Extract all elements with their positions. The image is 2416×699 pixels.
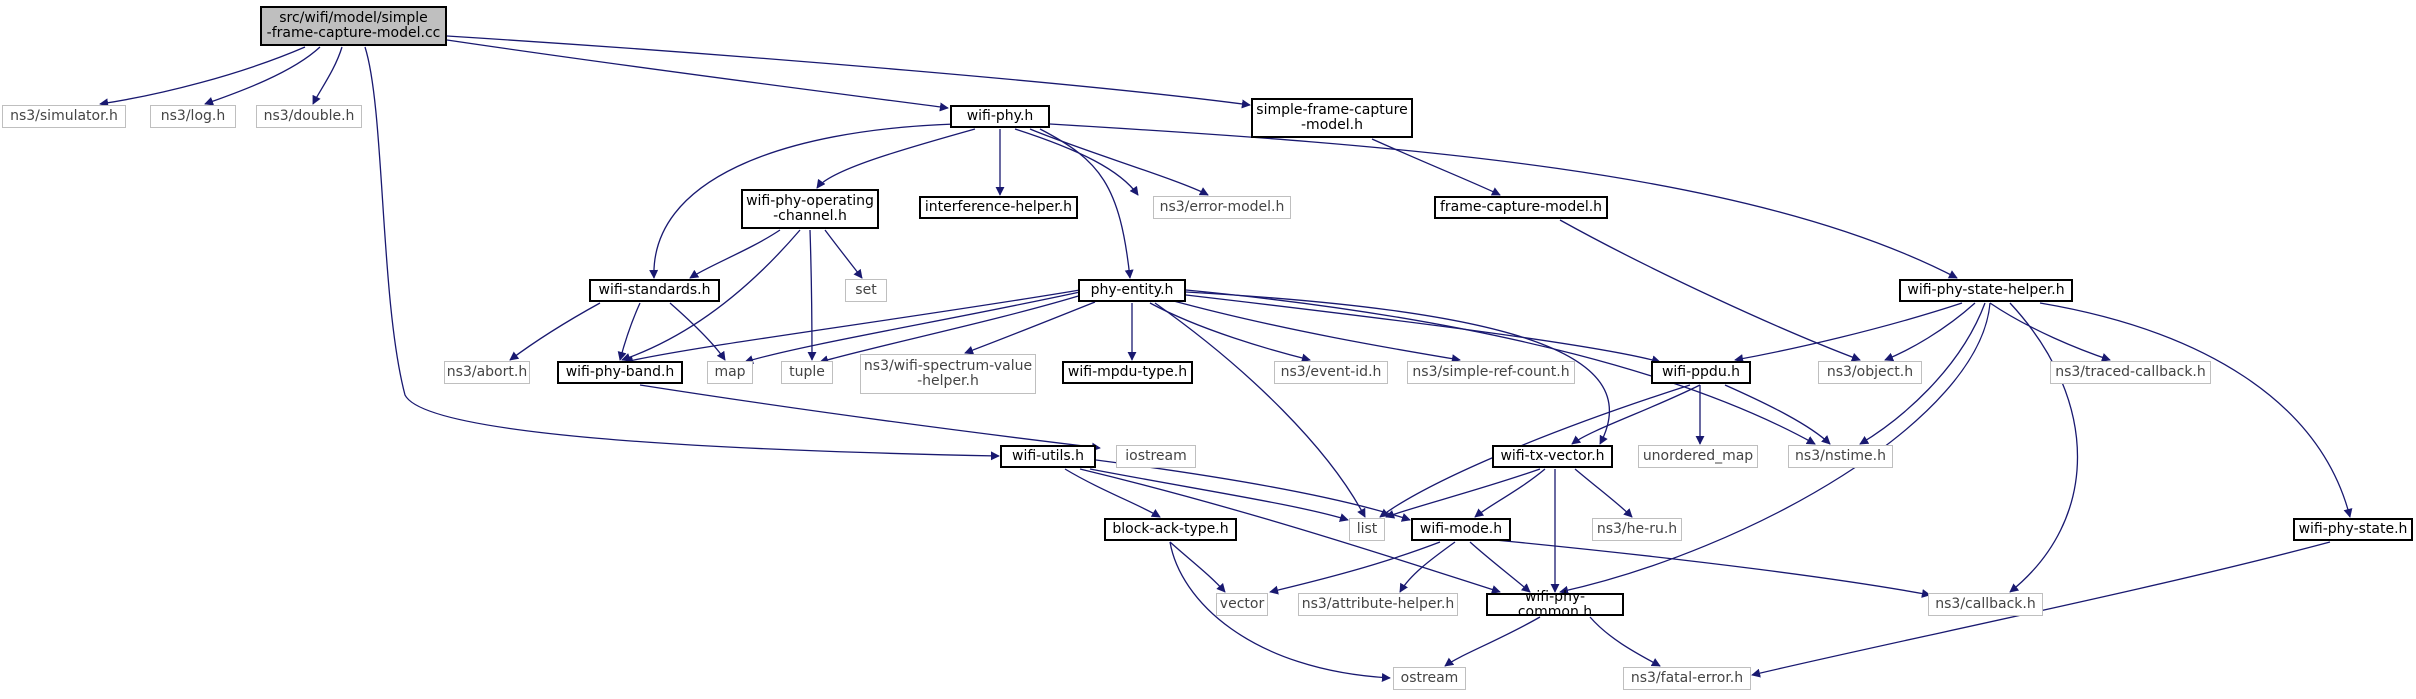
node-iostream[interactable]: iostream — [1116, 445, 1196, 468]
dependency-edge — [1064, 468, 1161, 518]
node-ns3-abort-h[interactable]: ns3/abort.h — [444, 361, 530, 384]
dependency-edge — [1185, 289, 1816, 445]
dependency-edge — [1169, 299, 1461, 364]
dependency-edge — [204, 46, 321, 106]
node-ns3-simple-ref-count-h[interactable]: ns3/simple-ref-count.h — [1407, 361, 1575, 384]
node-ns3-object-h[interactable]: ns3/object.h — [1818, 361, 1922, 384]
node-ns3-log-h[interactable]: ns3/log.h — [150, 105, 236, 128]
dependency-edge — [744, 291, 1081, 364]
dependency-edge — [1571, 384, 1701, 445]
dependency-edge — [1734, 302, 1963, 363]
dependency-edge — [1149, 302, 1311, 363]
dependency-edge — [1089, 468, 1349, 522]
dependency-edge — [99, 46, 306, 108]
dependency-edge — [1559, 219, 1861, 362]
dependency-edge — [819, 293, 1086, 365]
node-ns3-nstime-h[interactable]: ns3/nstime.h — [1788, 445, 1893, 468]
dependency-edge — [1154, 302, 1366, 518]
dependency-edge — [1859, 302, 1986, 445]
node-wifi-standards-h[interactable]: wifi-standards.h — [589, 279, 720, 302]
dependency-edge — [1469, 541, 1531, 593]
node-ns3-simulator-h[interactable]: ns3/simulator.h — [2, 105, 126, 128]
node-wifi-phy-state-h[interactable]: wifi-phy-state.h — [2293, 518, 2413, 541]
dependency-edge — [446, 35, 1251, 109]
node-ns3-wifi-spectrum-value-helper-h[interactable]: ns3/wifi-spectrum-value -helper.h — [860, 354, 1036, 394]
node-wifi-utils-h[interactable]: wifi-utils.h — [1000, 445, 1096, 468]
node-wifi-phy-common-h[interactable]: wifi-phy-common.h — [1486, 589, 1624, 619]
dependency-edge — [1371, 138, 1501, 196]
node-wifi-mpdu-type-h[interactable]: wifi-mpdu-type.h — [1062, 361, 1193, 384]
node-ns3-error-model-h[interactable]: ns3/error-model.h — [1153, 196, 1291, 219]
dependency-edge — [624, 289, 1081, 365]
dependency-edge — [689, 229, 781, 279]
dependency-edge — [509, 302, 601, 361]
dependency-edge — [312, 46, 343, 105]
dependency-edge — [1269, 541, 1441, 595]
dependency-edge — [1169, 541, 1226, 593]
node-simple-frame-capture-model-h[interactable]: simple-frame-capture -model.h — [1251, 98, 1413, 138]
dependency-edge — [1884, 302, 1976, 362]
dependency-edge — [2039, 302, 2353, 518]
dependency-edge — [669, 302, 726, 361]
dependency-edge — [446, 39, 949, 112]
dependency-edge — [1474, 468, 1546, 518]
node-wifi-phy-h[interactable]: wifi-phy.h — [950, 105, 1050, 128]
node-wifi-phy-operating-channel-h[interactable]: wifi-phy-operating -channel.h — [741, 189, 879, 229]
dependency-edge — [824, 229, 863, 279]
dependency-edge — [617, 302, 641, 361]
dependency-edge — [1559, 302, 1991, 595]
node-vector[interactable]: vector — [1216, 593, 1268, 616]
dependency-edge — [1989, 302, 2111, 362]
dependency-edge — [621, 229, 801, 362]
dependency-edge — [1494, 539, 1931, 598]
node-list[interactable]: list — [1349, 518, 1385, 541]
dependency-edge — [649, 123, 956, 279]
dependency-edge — [364, 46, 1000, 461]
dependency-edge — [964, 301, 1096, 355]
node-ns3-event-id-h[interactable]: ns3/event-id.h — [1274, 361, 1388, 384]
dependency-edge — [816, 128, 976, 189]
dependency-edge — [1444, 616, 1541, 667]
node-wifi-phy-band-h[interactable]: wifi-phy-band.h — [557, 361, 683, 384]
dependency-edge — [1399, 541, 1456, 593]
node-ns3-double-h[interactable]: ns3/double.h — [256, 105, 362, 128]
node-wifi-ppdu-h[interactable]: wifi-ppdu.h — [1651, 361, 1751, 384]
node-wifi-tx-vector-h[interactable]: wifi-tx-vector.h — [1492, 445, 1613, 468]
dependency-edge — [807, 229, 817, 361]
node-ostream[interactable]: ostream — [1393, 667, 1466, 690]
dependency-edge — [1014, 128, 1139, 196]
node-tuple[interactable]: tuple — [781, 361, 833, 384]
node-block-ack-type-h[interactable]: block-ack-type.h — [1104, 518, 1237, 541]
node-ns3-callback-h[interactable]: ns3/callback.h — [1928, 593, 2043, 616]
node-ns3-he-ru-h[interactable]: ns3/he-ru.h — [1592, 518, 1682, 541]
node-wifi-mode-h[interactable]: wifi-mode.h — [1411, 518, 1511, 541]
dependency-edge — [2009, 302, 2079, 593]
dependency-edge — [1049, 123, 1958, 279]
node-ns3-fatal-error-h[interactable]: ns3/fatal-error.h — [1623, 667, 1751, 690]
node-unordered-map[interactable]: unordered_map — [1638, 445, 1758, 468]
node-map[interactable]: map — [707, 361, 753, 384]
node-set[interactable]: set — [845, 279, 887, 302]
dependency-edge — [1185, 294, 1661, 365]
dependency-edge — [1185, 291, 1611, 445]
dependency-edge — [1029, 128, 1209, 196]
node-ns3-traced-callback-h[interactable]: ns3/traced-callback.h — [2050, 361, 2211, 384]
node-simple-frame-capture-model-cc[interactable]: src/wifi/model/simple -frame-capture-mod… — [260, 6, 447, 46]
dependency-edge — [1095, 459, 1411, 522]
node-wifi-phy-state-helper-h[interactable]: wifi-phy-state-helper.h — [1899, 279, 2073, 302]
node-ns3-attribute-helper-h[interactable]: ns3/attribute-helper.h — [1298, 593, 1458, 616]
node-frame-capture-model-h[interactable]: frame-capture-model.h — [1434, 196, 1608, 219]
node-interference-helper-h[interactable]: interference-helper.h — [919, 196, 1078, 219]
dependency-edge — [1574, 468, 1633, 518]
dependency-edge — [1079, 468, 1501, 594]
dependency-edge — [639, 384, 1101, 452]
dependency-edge — [1169, 541, 1391, 683]
dependency-edge — [1724, 384, 1831, 445]
dependency-edge — [1385, 468, 1541, 519]
dependency-edge — [1589, 616, 1661, 667]
node-phy-entity-h[interactable]: phy-entity.h — [1078, 279, 1186, 302]
